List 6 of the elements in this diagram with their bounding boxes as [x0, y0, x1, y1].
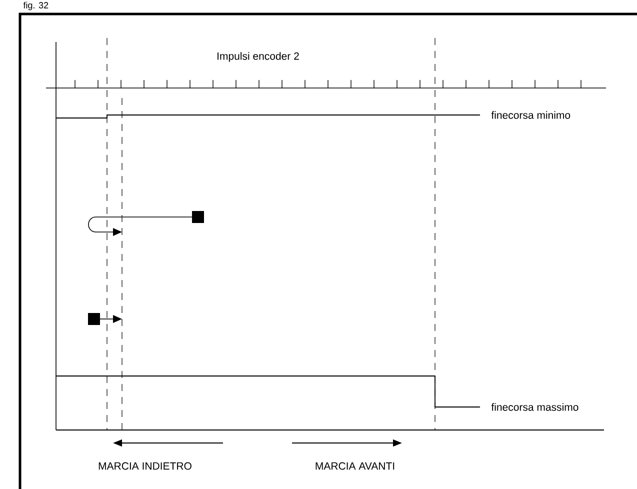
direction-label: MARCIA AVANTI: [316, 462, 394, 470]
axis-title: Impulsi encoder 2: [218, 52, 299, 62]
signal-label: finecorsa massimo: [491, 403, 578, 411]
figure-number: fig. 32: [23, 2, 48, 10]
direction-label: MARCIA INDIETRO: [98, 462, 192, 470]
signal-label: finecorsa minimo: [491, 111, 570, 119]
